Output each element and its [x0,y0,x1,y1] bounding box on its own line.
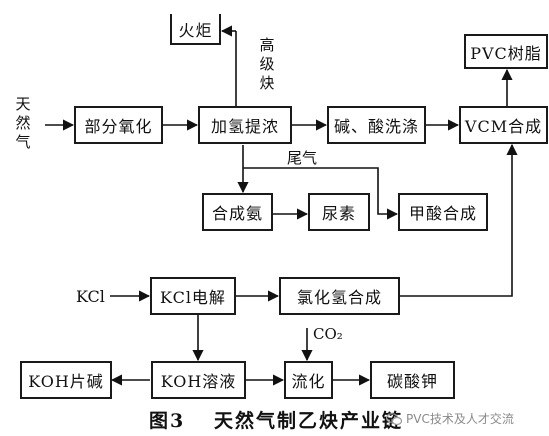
watermark: PVC技术及人才交流 [386,410,514,427]
node-koh-solution: KOH溶液 [151,361,246,399]
node-koh-flake: KOH片碱 [20,361,112,399]
node-alkali-acid-wash: 碱、酸洗涤 [327,106,426,144]
node-hcl-synthesis: 氯化氢合成 [279,277,400,315]
node-ammonia-synthesis: 合成氨 [202,193,273,231]
node-hydrogen-concentration: 加氢提浓 [198,106,292,144]
node-urea: 尿素 [308,193,370,231]
label-co2: CO₂ [313,325,343,343]
label-high-alkyne: 高级炔 [259,36,275,92]
node-kcl-electrolysis: KCl电解 [150,277,236,315]
label-tail-gas: 尾气 [287,149,318,167]
node-potassium-carbonate: 碳酸钾 [370,361,455,399]
label-kcl-input: KCl [76,287,105,306]
label-natural-gas: 天然气 [15,95,31,151]
node-vcm-synthesis: VCM合成 [459,106,548,144]
arrow-hcl-to-vcm [400,143,518,297]
arrow-tailgas-to-formic [243,167,399,220]
node-partial-oxidation: 部分氧化 [74,106,163,144]
node-formic-acid-synthesis: 甲酸合成 [398,193,488,231]
figure-number: 图3 [149,410,186,432]
node-carbonation: 流化 [284,361,333,399]
watermark-text: PVC技术及人才交流 [406,412,514,426]
node-pvc-resin: PVC树脂 [464,34,548,69]
node-torch: 火炬 [170,14,221,45]
wechat-icon [386,412,402,425]
figure-title: 天然气制乙炔产业链 [214,410,404,432]
